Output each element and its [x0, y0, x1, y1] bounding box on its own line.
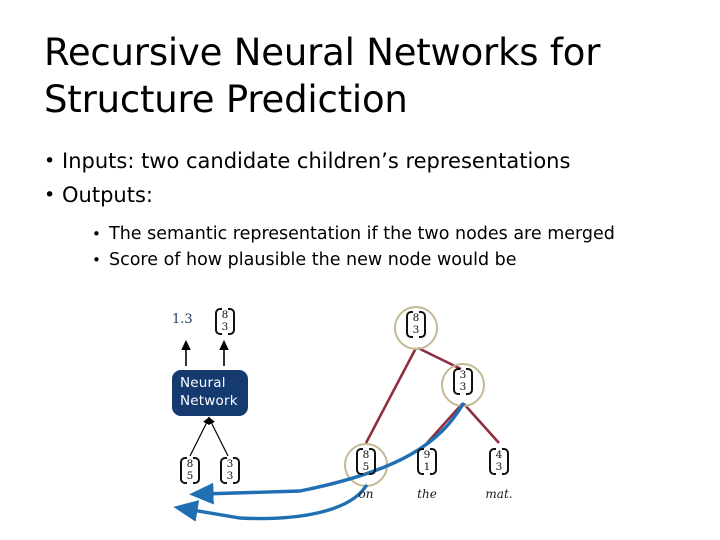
vector-value-top: 3: [226, 458, 234, 470]
tree-node-leaf-on[interactable]: 8 5: [353, 448, 379, 475]
bullet-text: Inputs: two candidate children’s represe…: [62, 149, 571, 173]
tree-edge-internal-to-mat: [463, 403, 500, 444]
sub-bullet-text: Score of how plausible the new node woul…: [109, 250, 517, 270]
blue-arrow-on-to-inputs: [173, 484, 368, 522]
tree-node-leaf-mat[interactable]: 4 3: [486, 448, 512, 475]
bullet-marker-icon: •: [44, 183, 56, 206]
sub-bullet-item-semantic-representation: • The semantic representation if the two…: [92, 222, 664, 247]
bullet-text: Outputs:: [62, 182, 153, 207]
vector-value-bottom: 3: [495, 461, 503, 474]
tree-edge-internal-to-the: [426, 403, 463, 444]
node-highlight-ring-root: [394, 306, 438, 350]
vector-value-top: 3: [459, 369, 467, 381]
vector-value-bottom: 3: [412, 324, 420, 337]
vector-value-bottom: 1: [423, 461, 431, 474]
nn-box-line2: Network: [180, 393, 238, 409]
bullet-item-inputs: • Inputs: two candidate children’s repre…: [44, 147, 664, 177]
bullet-marker-icon: •: [92, 224, 101, 243]
leaf-word-on: on: [358, 487, 374, 501]
bullet-item-outputs: • Outputs:: [44, 181, 664, 211]
vector-value-bottom: 5: [362, 461, 370, 474]
vector-value-top: 9: [423, 449, 431, 461]
vector-brackets: 8 3: [405, 311, 427, 338]
tree-node-leaf-the[interactable]: 9 1: [414, 448, 440, 475]
input-vector-left: 8 5: [177, 457, 203, 484]
input-vector-right: 3 3: [217, 457, 243, 484]
leaf-word-the: the: [417, 487, 437, 501]
neural-network-box[interactable]: Neural Network: [172, 370, 248, 416]
vector-brackets: 3 3: [219, 457, 241, 484]
score-value: 1.3: [172, 312, 193, 327]
vector-value-top: 8: [412, 312, 420, 324]
sub-bullet-list: • The semantic representation if the two…: [92, 222, 664, 274]
vector-value-bottom: 3: [226, 470, 234, 483]
bullet-marker-icon: •: [44, 150, 56, 172]
vector-value-top: 8: [221, 309, 229, 321]
rnn-diagram: 1.3 8 3 Neural Network 8 5 3 3 8 3 3: [150, 303, 540, 535]
vector-brackets: 8 5: [355, 448, 377, 475]
tree-edge-root-to-on: [364, 347, 418, 444]
vector-value-bottom: 3: [459, 381, 467, 394]
vector-value-top: 8: [186, 458, 194, 470]
nn-box-line1: Neural: [180, 375, 226, 392]
vector-brackets: 3 3: [452, 368, 474, 395]
arrow-input-left-to-nn: [189, 416, 210, 457]
bullet-marker-icon: •: [92, 251, 101, 269]
vector-value-top: 4: [495, 449, 503, 461]
vector-brackets: 9 1: [416, 448, 438, 475]
output-vector: 8 3: [212, 308, 238, 335]
sub-bullet-item-score: • Score of how plausible the new node wo…: [92, 248, 664, 273]
vector-value-top: 8: [362, 449, 370, 461]
vector-value-bottom: 3: [221, 321, 229, 334]
tree-node-root[interactable]: 8 3: [403, 311, 429, 338]
tree-node-right-internal[interactable]: 3 3: [450, 368, 476, 395]
diagram-canvas: [173, 306, 500, 522]
arrow-input-right-to-nn: [208, 416, 229, 457]
vector-brackets: 8 5: [179, 457, 201, 484]
sub-bullet-text: The semantic representation if the two n…: [109, 223, 615, 244]
blue-arrow-internal-to-inputs: [189, 402, 465, 505]
page-title: Recursive Neural Networks for Structure …: [44, 31, 601, 121]
bullet-list: • Inputs: two candidate children’s repre…: [44, 147, 664, 274]
vector-brackets: 8 3: [214, 308, 236, 335]
vector-value-bottom: 5: [186, 470, 194, 483]
vector-brackets: 4 3: [488, 448, 510, 475]
leaf-word-mat: mat.: [485, 487, 513, 501]
